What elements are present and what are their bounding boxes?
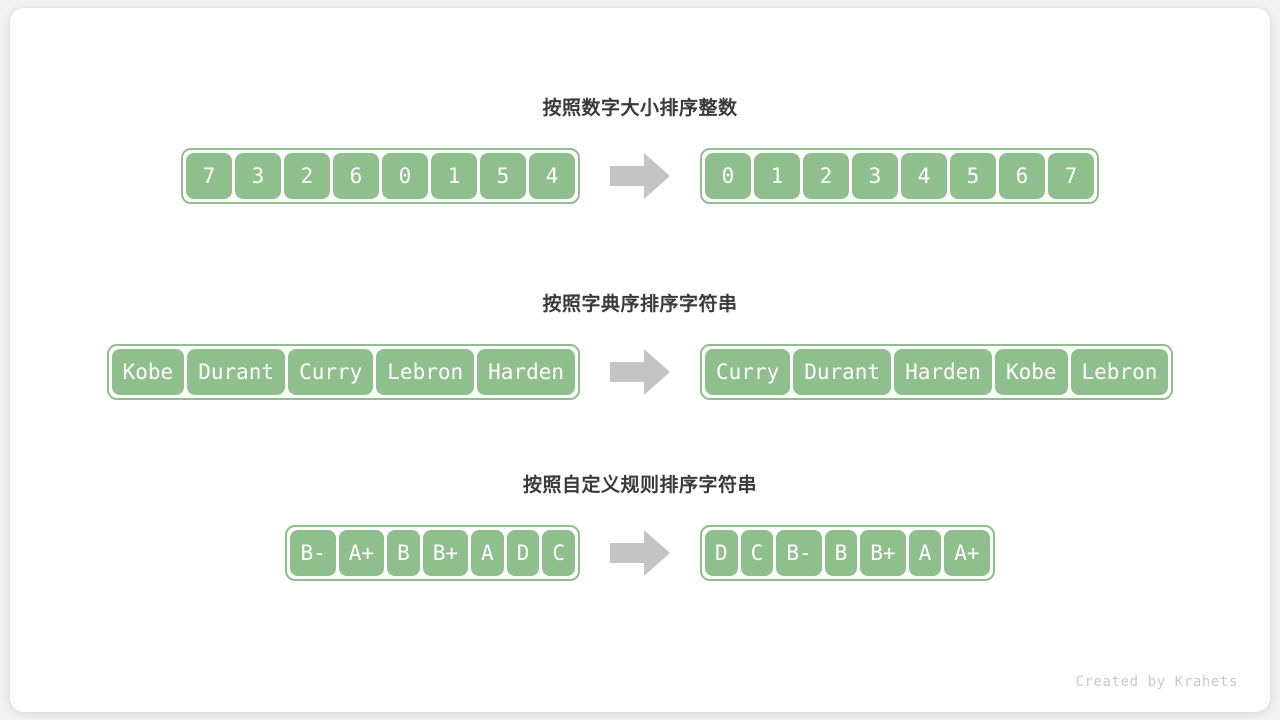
input-array: Kobe Durant Curry Lebron Harden (106, 344, 580, 400)
input-array-slot: B- A+ B B+ A D C (90, 525, 580, 581)
input-array: B- A+ B B+ A D C (285, 525, 580, 581)
array-cell: A+ (944, 530, 990, 576)
section-sort-strings-custom: 按照自定义规则排序字符串 B- A+ B B+ A D C (10, 473, 1270, 581)
array-cell: Durant (793, 349, 892, 395)
array-cell: A (471, 530, 504, 576)
array-cell: 3 (235, 153, 281, 199)
input-array-slot: 7 3 2 6 0 1 5 4 (90, 148, 580, 204)
section-title: 按照字典序排序字符串 (542, 294, 738, 315)
array-cell: Durant (187, 349, 286, 395)
array-cell: Kobe (111, 349, 185, 395)
array-cell: A+ (338, 530, 385, 576)
array-cell: 1 (431, 153, 477, 199)
array-cell: 5 (480, 153, 526, 199)
right-arrow-icon (610, 530, 670, 576)
array-cell: 4 (529, 153, 575, 199)
array-cell: 3 (852, 153, 898, 199)
section-title: 按照数字大小排序整数 (542, 98, 738, 119)
array-cell: 1 (754, 153, 800, 199)
array-cell: Harden (894, 349, 992, 395)
section-sort-strings-lexicographic: 按照字典序排序字符串 Kobe Durant Curry Lebron Hard… (10, 292, 1270, 400)
sort-row: Kobe Durant Curry Lebron Harden Curry Du… (10, 344, 1270, 400)
output-array: 0 1 2 3 4 5 6 7 (700, 148, 1099, 204)
array-cell: Lebron (376, 349, 475, 395)
array-cell: 0 (382, 153, 428, 199)
sort-row: 7 3 2 6 0 1 5 4 0 1 2 (10, 148, 1270, 204)
array-cell: B+ (860, 530, 906, 576)
output-array-slot: 0 1 2 3 4 5 6 7 (700, 148, 1190, 204)
array-cell: B- (290, 530, 336, 576)
array-cell: 7 (1048, 153, 1094, 199)
array-cell: B+ (422, 530, 469, 576)
right-arrow-icon (610, 153, 670, 199)
array-cell: D (506, 530, 540, 576)
section-sort-integers: 按照数字大小排序整数 7 3 2 6 0 1 5 4 (10, 96, 1270, 204)
output-array-slot: D C B- B B+ A A+ (700, 525, 1190, 581)
array-cell: B- (776, 530, 822, 576)
array-cell: Curry (705, 349, 791, 395)
array-cell: B (387, 530, 420, 576)
section-title: 按照自定义规则排序字符串 (522, 475, 757, 496)
array-cell: Curry (288, 349, 374, 395)
array-cell: 5 (950, 153, 996, 199)
array-cell: 6 (333, 153, 379, 199)
output-array: D C B- B B+ A A+ (700, 525, 995, 581)
array-cell: Kobe (994, 349, 1068, 395)
array-cell: 4 (901, 153, 947, 199)
array-cell: B (824, 530, 858, 576)
array-cell: 0 (705, 153, 751, 199)
output-array-slot: Curry Durant Harden Kobe Lebron (700, 344, 1190, 400)
input-array: 7 3 2 6 0 1 5 4 (181, 148, 580, 204)
array-cell: Harden (477, 349, 575, 395)
right-arrow-icon (610, 349, 670, 395)
array-cell: 7 (186, 153, 232, 199)
credit-text: Created by Krahets (1075, 674, 1238, 690)
sort-row: B- A+ B B+ A D C D C B- B (10, 525, 1270, 581)
array-cell: D (705, 530, 738, 576)
array-cell: C (740, 530, 774, 576)
array-cell: 6 (999, 153, 1045, 199)
array-cell: C (542, 530, 575, 576)
array-cell: Lebron (1070, 349, 1169, 395)
array-cell: 2 (803, 153, 849, 199)
diagram-card: 按照数字大小排序整数 7 3 2 6 0 1 5 4 (10, 8, 1270, 712)
array-cell: 2 (284, 153, 330, 199)
output-array: Curry Durant Harden Kobe Lebron (700, 344, 1174, 400)
input-array-slot: Kobe Durant Curry Lebron Harden (90, 344, 580, 400)
array-cell: A (908, 530, 942, 576)
